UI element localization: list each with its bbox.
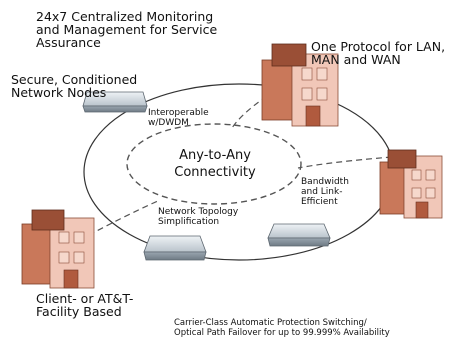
carrier-class-label: Carrier-Class Automatic Protection Switc…	[174, 318, 390, 338]
any-to-any-ellipse	[126, 123, 302, 205]
protocol-label: One Protocol for LAN, MAN and WAN	[311, 39, 446, 67]
network-node-bottom-right	[267, 223, 331, 247]
topology-label: Network Topology Simplification	[158, 207, 239, 227]
client-facility-label: Client- or AT&T- Facility Based	[36, 291, 134, 319]
bandwidth-label: Bandwidth and Link- Efficient	[301, 177, 349, 207]
network-node-top	[82, 91, 148, 113]
network-node-bottom	[143, 235, 207, 261]
interoperable-label: Interoperable w/DWDM	[148, 108, 209, 128]
dashed-link-left	[79, 199, 161, 241]
monitoring-label: 24x7 Centralized Monitoring and Manageme…	[36, 9, 218, 50]
any-to-any-label: Any-to-Any Connectivity	[174, 148, 256, 180]
dashed-link-top	[231, 79, 293, 129]
dashed-link-right	[297, 156, 393, 169]
building-left	[21, 209, 95, 289]
building-top-right	[261, 43, 339, 127]
building-right	[379, 149, 443, 219]
secure-nodes-label: Secure, Conditioned Network Nodes	[11, 72, 138, 100]
